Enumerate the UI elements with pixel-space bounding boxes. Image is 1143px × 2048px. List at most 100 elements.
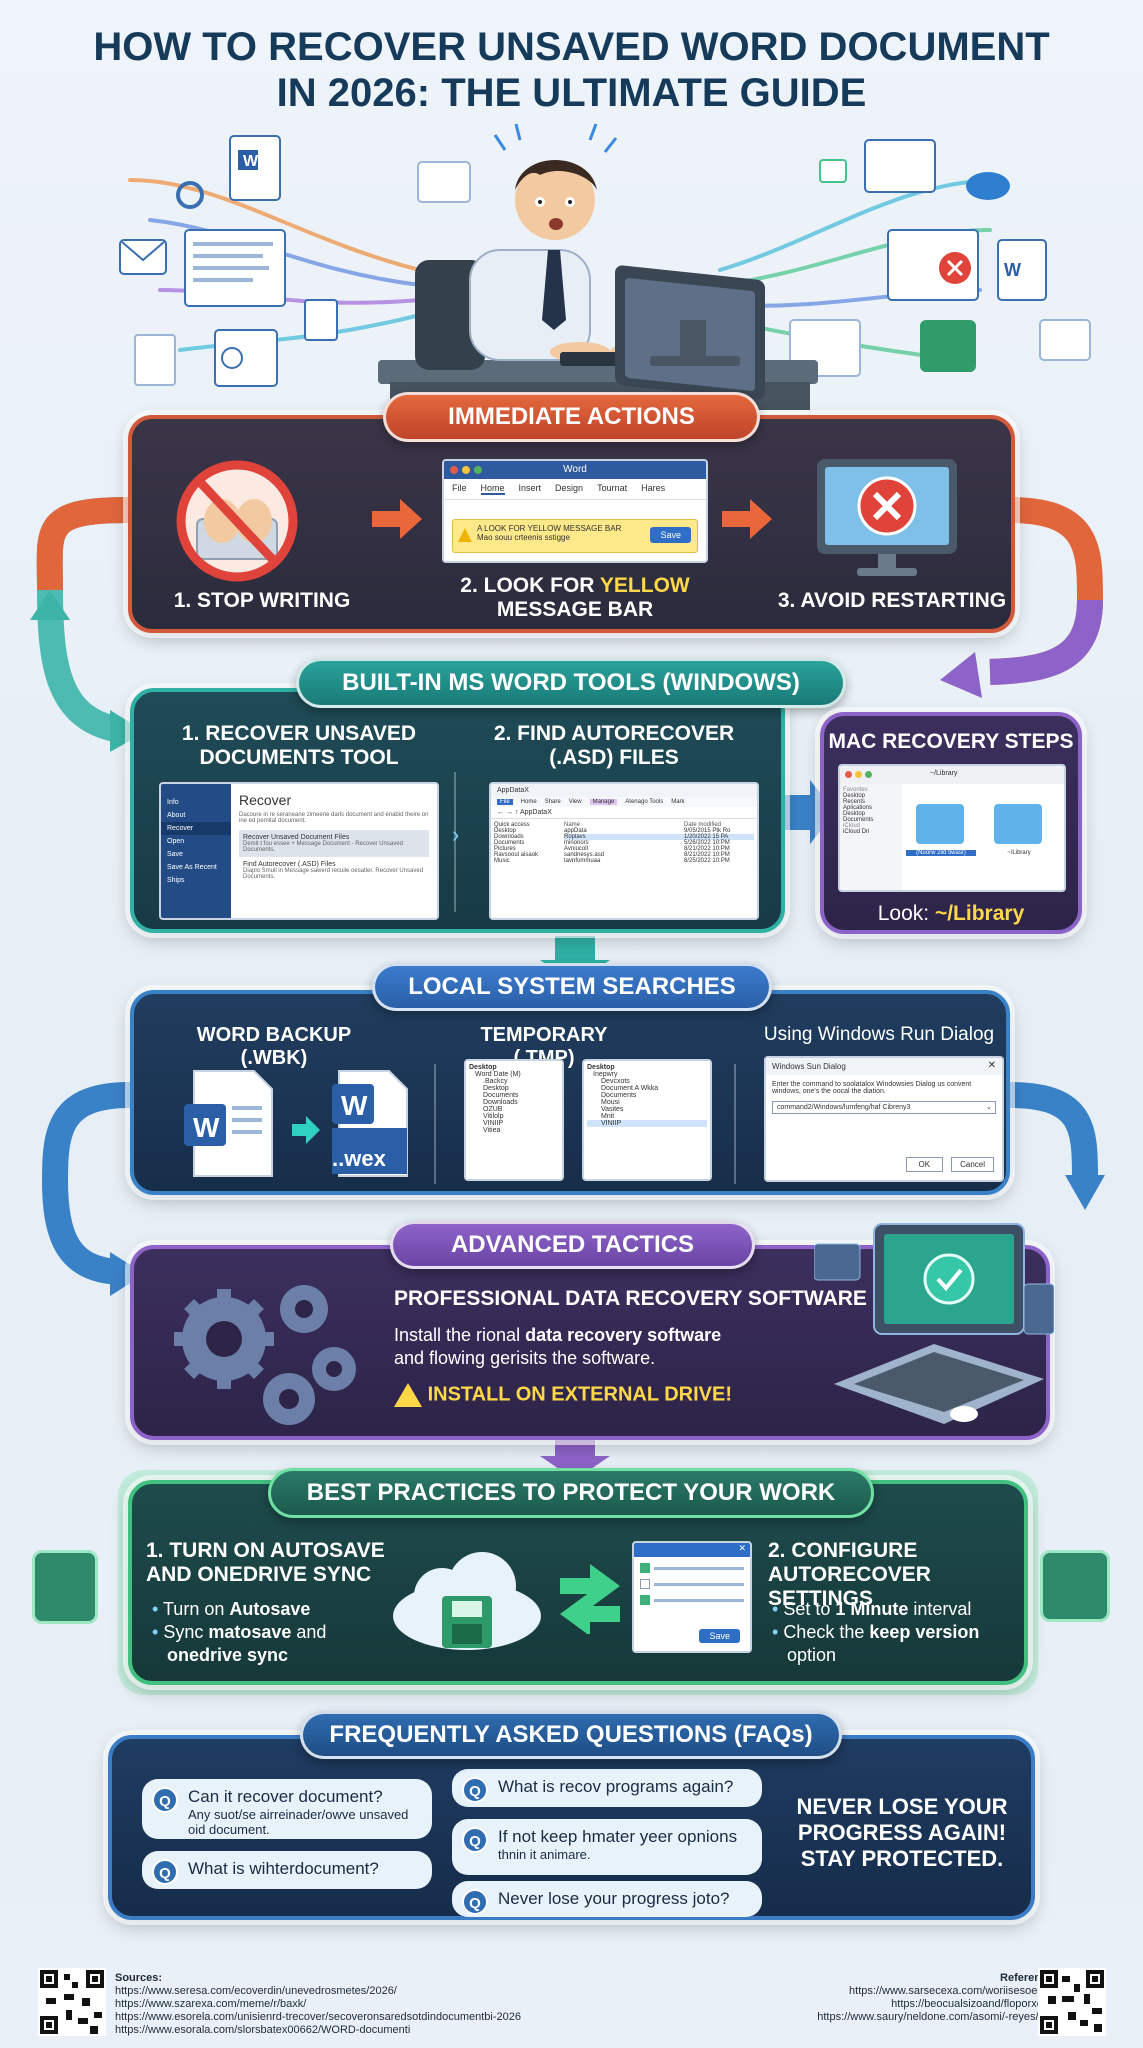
sidebar-item-info[interactable]: Info bbox=[167, 799, 179, 806]
finder-sidebar-item[interactable]: Desktop bbox=[843, 811, 866, 817]
sidebar-item-recover[interactable]: Recover bbox=[161, 822, 231, 835]
tree-node[interactable]: Mousi bbox=[601, 1099, 620, 1106]
close-icon[interactable]: ✕ bbox=[987, 1060, 996, 1071]
source-link-3[interactable]: https://www.esorela.com/unisienrd-trecov… bbox=[115, 2011, 521, 2023]
question-icon: Q bbox=[462, 1889, 488, 1915]
nav-pictures[interactable]: Pictures bbox=[494, 846, 516, 852]
sidebar-item-save-as-recent[interactable]: Save As Recent bbox=[167, 864, 217, 871]
reference-link-3[interactable]: https://www.saury/neldone.com/asomi/-rey… bbox=[817, 2011, 1063, 2023]
find-autorecover-option[interactable]: Find Autorecover (.ASD) Files Diaplo Smu… bbox=[239, 857, 429, 884]
finder-path: ~/Library bbox=[930, 770, 958, 777]
tree-node[interactable]: Vitilolp bbox=[483, 1113, 504, 1120]
finder-sidebar-item[interactable]: Aplications bbox=[843, 805, 873, 811]
finder-sidebar-item[interactable]: Documents bbox=[843, 817, 874, 823]
source-link-1[interactable]: https://www.seresa.com/ecoverdin/unevedr… bbox=[115, 1985, 397, 1997]
source-link-2[interactable]: https://www.szarexa.com/meme/r/baxk/ bbox=[115, 1998, 307, 2010]
ribbon-tab-manage[interactable]: Manage bbox=[589, 799, 618, 805]
tree-node[interactable]: Vitiea bbox=[483, 1127, 501, 1134]
nav-quick-access[interactable]: Quick access bbox=[494, 822, 530, 828]
tree-node[interactable]: OZUB bbox=[483, 1106, 503, 1113]
bullet-keep-version: Check the keep version option bbox=[772, 1621, 1022, 1667]
sidebar-item-open[interactable]: Open bbox=[167, 838, 185, 845]
explorer-titlebar: AppDataX bbox=[491, 784, 757, 797]
sidebar-item-save[interactable]: Save bbox=[167, 851, 183, 858]
tree-node[interactable]: Word Date (M) bbox=[475, 1071, 521, 1078]
folder-icon[interactable] bbox=[916, 804, 964, 844]
message-bar-save-button[interactable]: Save bbox=[650, 527, 691, 543]
close-icon[interactable]: ✕ bbox=[738, 1543, 746, 1553]
tree-node[interactable]: Vasites bbox=[601, 1106, 624, 1113]
recover-unsaved-option[interactable]: Recover Unsaved Document Files Demit t f… bbox=[239, 830, 429, 857]
ribbon-tab-tools[interactable]: Atenago Tools bbox=[625, 799, 664, 805]
sources-block: Sources: https://www.seresa.com/ecoverdi… bbox=[115, 1972, 521, 2037]
source-link-4[interactable]: https://www.esorala.com/slorsbatex00662/… bbox=[115, 2024, 411, 2036]
tree-node[interactable]: Document A Wkka bbox=[601, 1085, 659, 1092]
col-name[interactable]: Name bbox=[564, 822, 581, 828]
tree-node[interactable]: Devcxots bbox=[601, 1078, 630, 1085]
menu-insert[interactable]: Insert bbox=[518, 483, 542, 493]
menu-hares[interactable]: Hares bbox=[641, 483, 666, 493]
tree-node[interactable]: Desktop bbox=[469, 1064, 497, 1071]
gears-icon bbox=[174, 1285, 356, 1425]
sync-arrows-icon bbox=[560, 1564, 620, 1634]
faq-item-4[interactable]: Q If not keep hmater yeer opnions thnin … bbox=[452, 1819, 762, 1875]
checkbox-checked[interactable] bbox=[640, 1595, 650, 1605]
warning-icon bbox=[394, 1383, 422, 1407]
finder-sidebar-item[interactable]: iCloud Dri bbox=[843, 829, 870, 835]
tree-node[interactable]: VINIIP bbox=[483, 1120, 504, 1127]
col-date[interactable]: Date modified bbox=[684, 822, 722, 828]
ribbon-tab-share[interactable]: Share bbox=[544, 799, 561, 805]
cancel-button[interactable]: Cancel bbox=[951, 1157, 994, 1172]
document-list-icon bbox=[32, 1550, 98, 1624]
ok-button[interactable]: OK bbox=[905, 1157, 944, 1172]
faq-item-1[interactable]: Q Can it recover document? Any suot/se a… bbox=[142, 1779, 432, 1839]
menu-tournat[interactable]: Tournat bbox=[597, 483, 628, 493]
menu-home[interactable]: Home bbox=[480, 483, 505, 495]
finder-sidebar-item[interactable]: Desktop bbox=[843, 793, 866, 799]
nav-ravsooul[interactable]: Ravsooul aisaok bbox=[494, 852, 539, 858]
nav-desktop[interactable]: Desktop bbox=[494, 828, 517, 834]
arrow-right-icon-2 bbox=[722, 499, 772, 544]
settings-save-button[interactable]: Save bbox=[699, 1629, 740, 1643]
tree-node-selected[interactable]: VINIIP bbox=[587, 1120, 707, 1127]
explorer-address-bar[interactable]: ← → ↑ AppDataX bbox=[491, 807, 757, 819]
nav-documents[interactable]: Documents bbox=[494, 840, 525, 846]
tree-node[interactable]: Downloads bbox=[483, 1099, 518, 1106]
chevron-down-icon[interactable]: ⌄ bbox=[986, 1104, 992, 1111]
nav-music[interactable]: Music bbox=[494, 858, 510, 864]
library-folder-icon[interactable] bbox=[994, 804, 1042, 844]
tree-node[interactable]: Documents bbox=[483, 1092, 519, 1099]
checkbox-checked[interactable] bbox=[640, 1563, 650, 1573]
ribbon-tab-home[interactable]: Home bbox=[520, 799, 537, 805]
faq-item-2[interactable]: Q What is wihterdocument? bbox=[142, 1851, 432, 1889]
reference-link-2[interactable]: https://beocualsizoand/floporxcons/ bbox=[891, 1998, 1063, 2010]
tree-node[interactable]: .Backcy bbox=[483, 1078, 508, 1085]
run-dialog-title: Windows Sun Dialog bbox=[772, 1062, 846, 1071]
faq-item-5[interactable]: Q Never lose your progress joto? bbox=[452, 1881, 762, 1917]
qr-code-right bbox=[1038, 1968, 1106, 2036]
ribbon-tab-mark[interactable]: Mark bbox=[671, 799, 685, 805]
ribbon-tab-file[interactable]: File bbox=[497, 799, 513, 805]
menu-file[interactable]: File bbox=[452, 483, 467, 493]
sidebar-item-ships[interactable]: Ships bbox=[167, 877, 185, 884]
reference-link-1[interactable]: https://www.sarsecexa.com/woriisesoeesss… bbox=[849, 1985, 1063, 1997]
tree-node[interactable]: Mnit bbox=[601, 1113, 615, 1120]
faq-item-3[interactable]: Q What is recov programs again? bbox=[452, 1769, 762, 1807]
tree-node[interactable]: Inepwry bbox=[593, 1071, 618, 1078]
tree-node[interactable]: Documents bbox=[601, 1092, 637, 1099]
finder-sidebar-item[interactable]: Recents bbox=[843, 799, 866, 805]
checkbox-unchecked[interactable] bbox=[640, 1579, 650, 1589]
ribbon-tab-view[interactable]: View bbox=[568, 799, 582, 805]
tree-node[interactable]: Desktop bbox=[587, 1064, 615, 1071]
tree-node[interactable]: Desktop bbox=[483, 1085, 509, 1092]
sidebar-item-about[interactable]: About bbox=[167, 812, 186, 819]
run-dialog-input[interactable]: command2/Windows/lumfeng/haf Cibreny3 ⌄ bbox=[772, 1101, 996, 1114]
nav-downloads[interactable]: Downloads bbox=[494, 834, 524, 840]
menu-design[interactable]: Design bbox=[555, 483, 584, 493]
